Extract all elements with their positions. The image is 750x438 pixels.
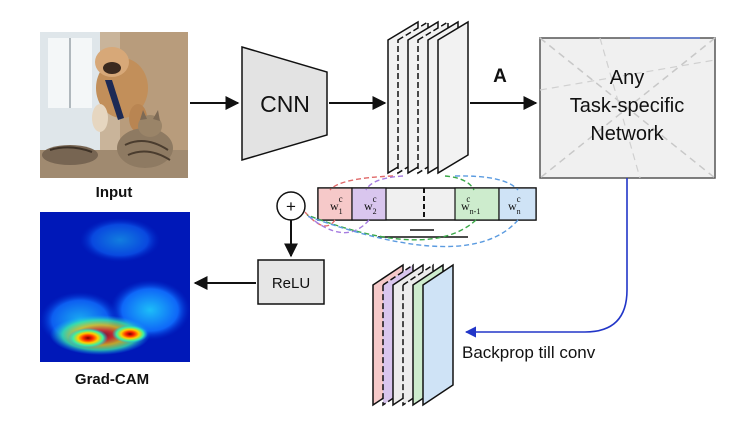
- gradcam-heatmap: [40, 212, 190, 362]
- input-label: Input: [96, 184, 133, 201]
- weight-label-1: w1c: [330, 194, 343, 216]
- link-red-sum: [304, 211, 336, 227]
- cnn-block: [241, 45, 328, 162]
- link-red-top: [329, 175, 394, 191]
- link-blue-sum: [306, 215, 519, 248]
- sum-symbol: +: [286, 197, 296, 216]
- gradient-map-stack: [372, 263, 454, 407]
- activation-label: A: [493, 66, 507, 87]
- gradcam-label: Grad-CAM: [75, 371, 149, 388]
- link-blue-top: [454, 175, 519, 191]
- feature-map-stack: [387, 20, 469, 175]
- weight-vector: [317, 187, 537, 221]
- input-image: [40, 32, 188, 178]
- cnn-label: CNN: [260, 91, 310, 117]
- weight-cell-n: [498, 187, 537, 221]
- weight-cell-2: [351, 187, 387, 221]
- cat-shape: [117, 128, 173, 168]
- relu-label: ReLU: [272, 275, 310, 292]
- relu-block: [257, 259, 325, 305]
- backprop-arrow: [464, 178, 628, 338]
- link-green-sum: [306, 214, 477, 241]
- weight-label-n: wnc: [508, 194, 521, 216]
- weight-label-n-1: wn-1c: [461, 194, 480, 216]
- task-network-box: [539, 37, 716, 179]
- backprop-label: Backprop till conv: [462, 343, 596, 362]
- link-green-top: [444, 175, 475, 191]
- link-purple-top: [365, 175, 404, 191]
- task-network-line-2: Task-specific: [570, 95, 684, 117]
- task-network-line-3: Network: [590, 123, 664, 145]
- weight-cell-n-1: [454, 187, 500, 221]
- task-network-line-1: Any: [610, 67, 644, 89]
- weight-label-2: w2c: [364, 194, 377, 216]
